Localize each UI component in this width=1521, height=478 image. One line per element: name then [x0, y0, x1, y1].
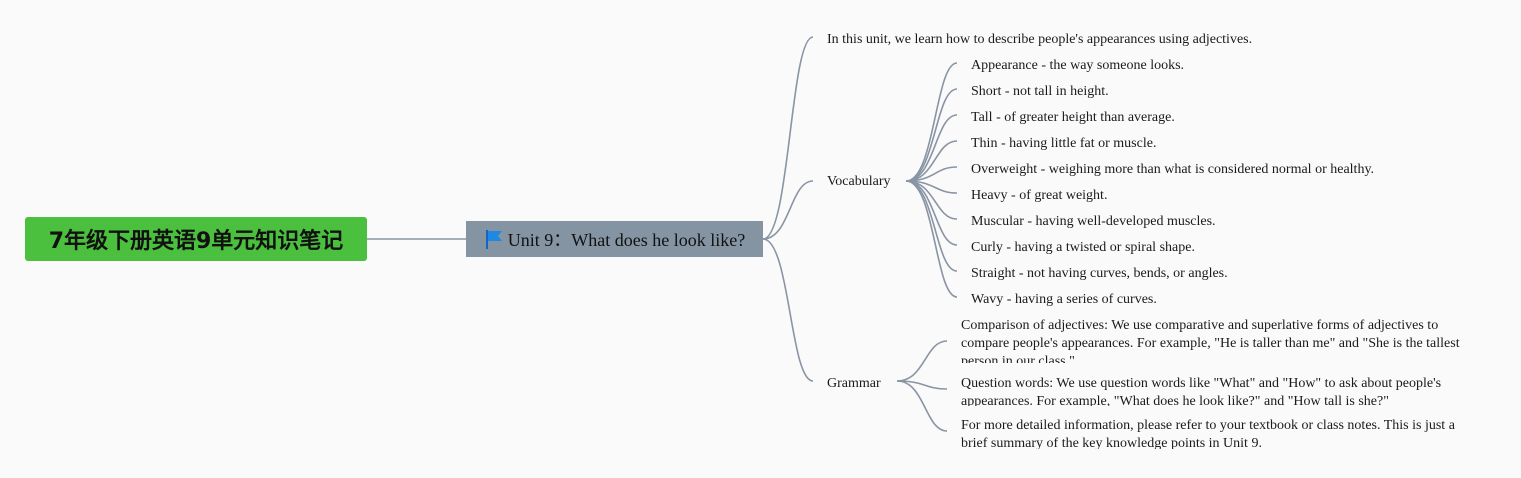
grammar-item[interactable]: Question words: We use question words li…	[961, 376, 1442, 406]
vocab-item[interactable]: Thin - having little fat or muscle.	[971, 136, 1157, 151]
main-title: Unit 9：What does he look like?	[507, 230, 746, 250]
vocab-item[interactable]: Curly - having a twisted or spiral shape…	[971, 240, 1195, 255]
vocab-item[interactable]: Muscular - having well-developed muscles…	[971, 214, 1216, 229]
vocab-item[interactable]: Tall - of greater height than average.	[971, 110, 1175, 125]
root-topic[interactable]: 7年级下册英语9单元知识笔记	[25, 217, 367, 261]
vocab-item[interactable]: Wavy - having a series of curves.	[971, 292, 1157, 307]
vocab-item[interactable]: Straight - not having curves, bends, or …	[971, 266, 1228, 281]
vocabulary-node[interactable]: Vocabulary	[827, 174, 891, 189]
vocab-item[interactable]: Appearance - the way someone looks.	[971, 58, 1185, 73]
grammar-item[interactable]: For more detailed information, please re…	[961, 418, 1455, 449]
vocab-item[interactable]: Short - not tall in height.	[971, 84, 1109, 99]
grammar-item[interactable]: Comparison of adjectives: We use compara…	[961, 318, 1460, 363]
root-title: 7年级下册英语9单元知识笔记	[48, 229, 344, 254]
grammar-node[interactable]: Grammar	[827, 376, 881, 391]
blue-flag-icon	[485, 230, 502, 249]
vocab-item[interactable]: Overweight - weighing more than what is …	[971, 162, 1375, 177]
intro-node[interactable]: In this unit, we learn how to describe p…	[827, 32, 1253, 47]
main-topic[interactable]: Unit 9：What does he look like?	[466, 221, 763, 257]
vocab-item[interactable]: Heavy - of great weight.	[971, 188, 1108, 203]
